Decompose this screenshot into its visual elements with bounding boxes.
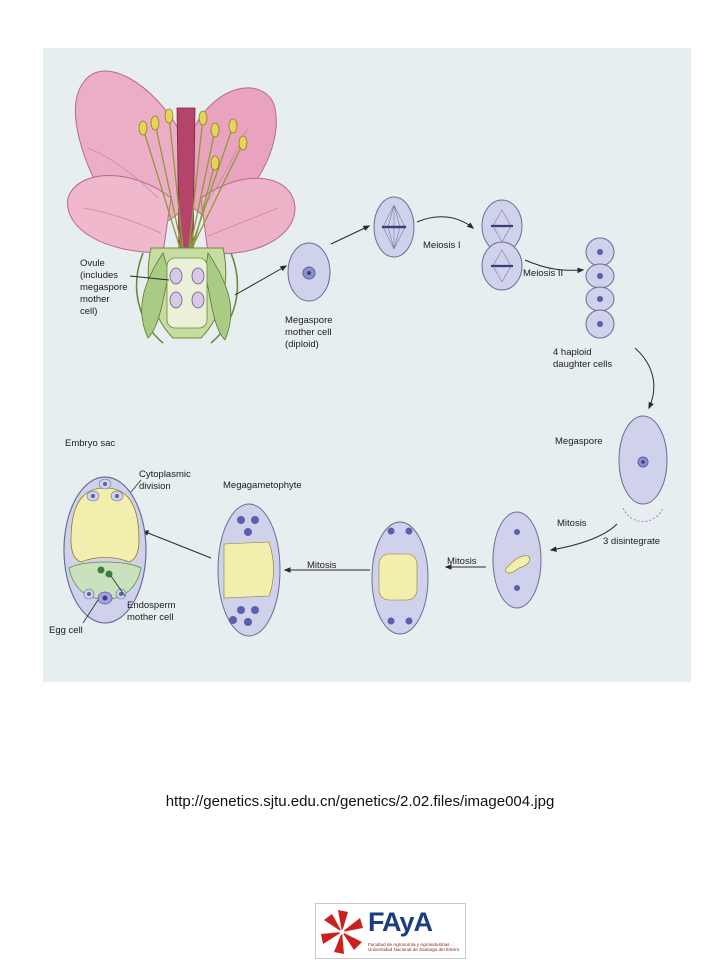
pinwheel-logo-icon bbox=[321, 910, 363, 954]
label-megagametophyte: Megagametophyte bbox=[223, 480, 302, 491]
arrow-mitosis-1 bbox=[549, 523, 618, 552]
ovule-pointer bbox=[129, 275, 170, 281]
label-mitosis-1: Mitosis bbox=[557, 518, 587, 529]
label-mitosis-2: Mitosis bbox=[447, 556, 477, 567]
label-embryo-sac: Embryo sac bbox=[65, 438, 115, 449]
arrow-to-mother-cell bbox=[234, 265, 288, 296]
endosperm-pointer bbox=[110, 575, 126, 597]
label-mitosis-3: Mitosis bbox=[307, 560, 337, 571]
label-meiosis1: Meiosis I bbox=[423, 240, 460, 251]
logo-subtitle: Facultad de Agronomía y Agroindustrias ·… bbox=[368, 942, 460, 952]
megagametophyte-cell bbox=[217, 503, 281, 637]
arrow-to-megaspore bbox=[634, 347, 655, 410]
megaspore-mother-cell bbox=[287, 242, 331, 302]
four-haploid-cells bbox=[585, 237, 615, 339]
egg-cell-pointer bbox=[82, 599, 99, 624]
arrow-to-embryo-sac bbox=[141, 530, 212, 559]
arrow-meiosis1 bbox=[416, 216, 475, 229]
megaspore-cell bbox=[618, 415, 668, 522]
arrow-meiosis2 bbox=[524, 259, 585, 274]
label-meiosis2: Meiosis II bbox=[523, 268, 563, 279]
meiosis-spindle-cell bbox=[373, 196, 415, 258]
logo-wordmark: FAyA bbox=[368, 907, 433, 937]
label-ovule: Ovule (includes megaspore mother cell) bbox=[80, 258, 130, 317]
faya-logo: FAyA Facultad de Agronomía y Agroindustr… bbox=[315, 903, 466, 959]
label-egg-cell: Egg cell bbox=[49, 625, 83, 636]
flower-illustration bbox=[67, 70, 296, 344]
cytoplasmic-pointer bbox=[130, 479, 142, 493]
label-megaspore: Megaspore bbox=[555, 436, 603, 447]
label-cytoplasmic: Cytoplasmic division bbox=[139, 469, 193, 492]
label-disintegrate: 3 disintegrate bbox=[603, 536, 660, 547]
source-url-caption: http://genetics.sjtu.edu.cn/genetics/2.0… bbox=[165, 793, 555, 810]
label-haploid: 4 haploid daughter cells bbox=[553, 347, 612, 370]
four-nucleate-cell bbox=[371, 521, 429, 635]
label-endosperm: Endosperm mother cell bbox=[127, 600, 178, 623]
megagametogenesis-diagram: Ovule (includes megaspore mother cell) M… bbox=[43, 48, 691, 682]
two-nucleate-cell bbox=[492, 511, 542, 609]
meiosis1-dividing-cell bbox=[481, 199, 523, 291]
embryo-sac-cell bbox=[63, 476, 147, 624]
label-megaspore-mother: Megaspore mother cell (diploid) bbox=[285, 315, 335, 350]
arrow-to-spindle bbox=[330, 225, 371, 245]
